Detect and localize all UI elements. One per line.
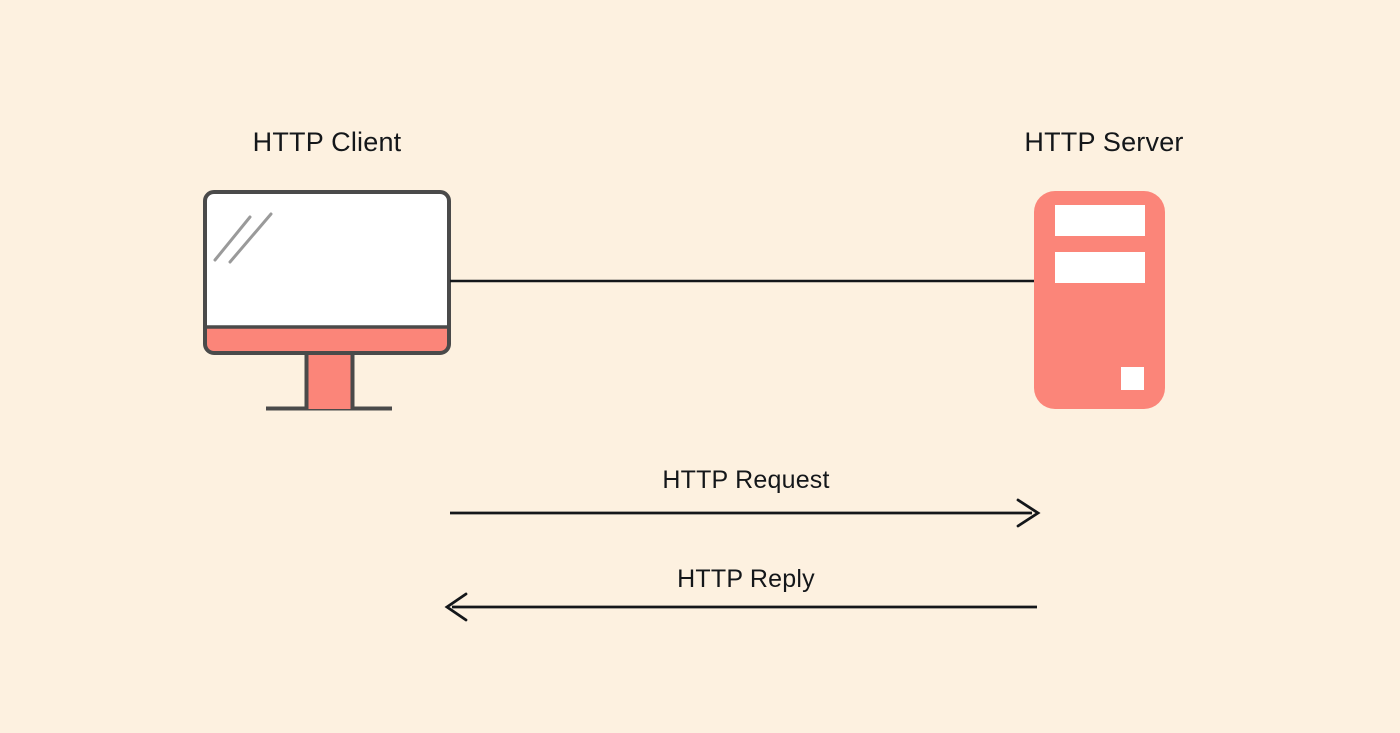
server-node: HTTP Server <box>1024 127 1183 409</box>
http-reply-message: HTTP Reply <box>444 565 1037 622</box>
server-status-light <box>1121 367 1144 390</box>
monitor-stand-fill <box>305 355 354 409</box>
server-drive-bay-1 <box>1055 205 1145 236</box>
server-drive-bay-2 <box>1055 252 1145 283</box>
client-node: HTTP Client <box>203 127 451 411</box>
arrowhead-left-icon <box>444 592 468 622</box>
client-label: HTTP Client <box>253 127 402 157</box>
server-tower-icon <box>1034 191 1165 409</box>
http-request-message: HTTP Request <box>450 466 1041 528</box>
arrowhead-right-icon <box>1016 498 1041 528</box>
desktop-monitor-icon <box>203 190 451 411</box>
monitor-glare-stroke-1 <box>213 215 252 262</box>
monitor-frame <box>203 190 451 355</box>
http-request-label: HTTP Request <box>662 466 829 494</box>
server-label: HTTP Server <box>1024 127 1183 157</box>
monitor-glare-stroke-2 <box>228 212 273 264</box>
monitor-screen <box>205 192 449 327</box>
http-reply-label: HTTP Reply <box>677 565 815 593</box>
server-chassis <box>1034 191 1165 409</box>
